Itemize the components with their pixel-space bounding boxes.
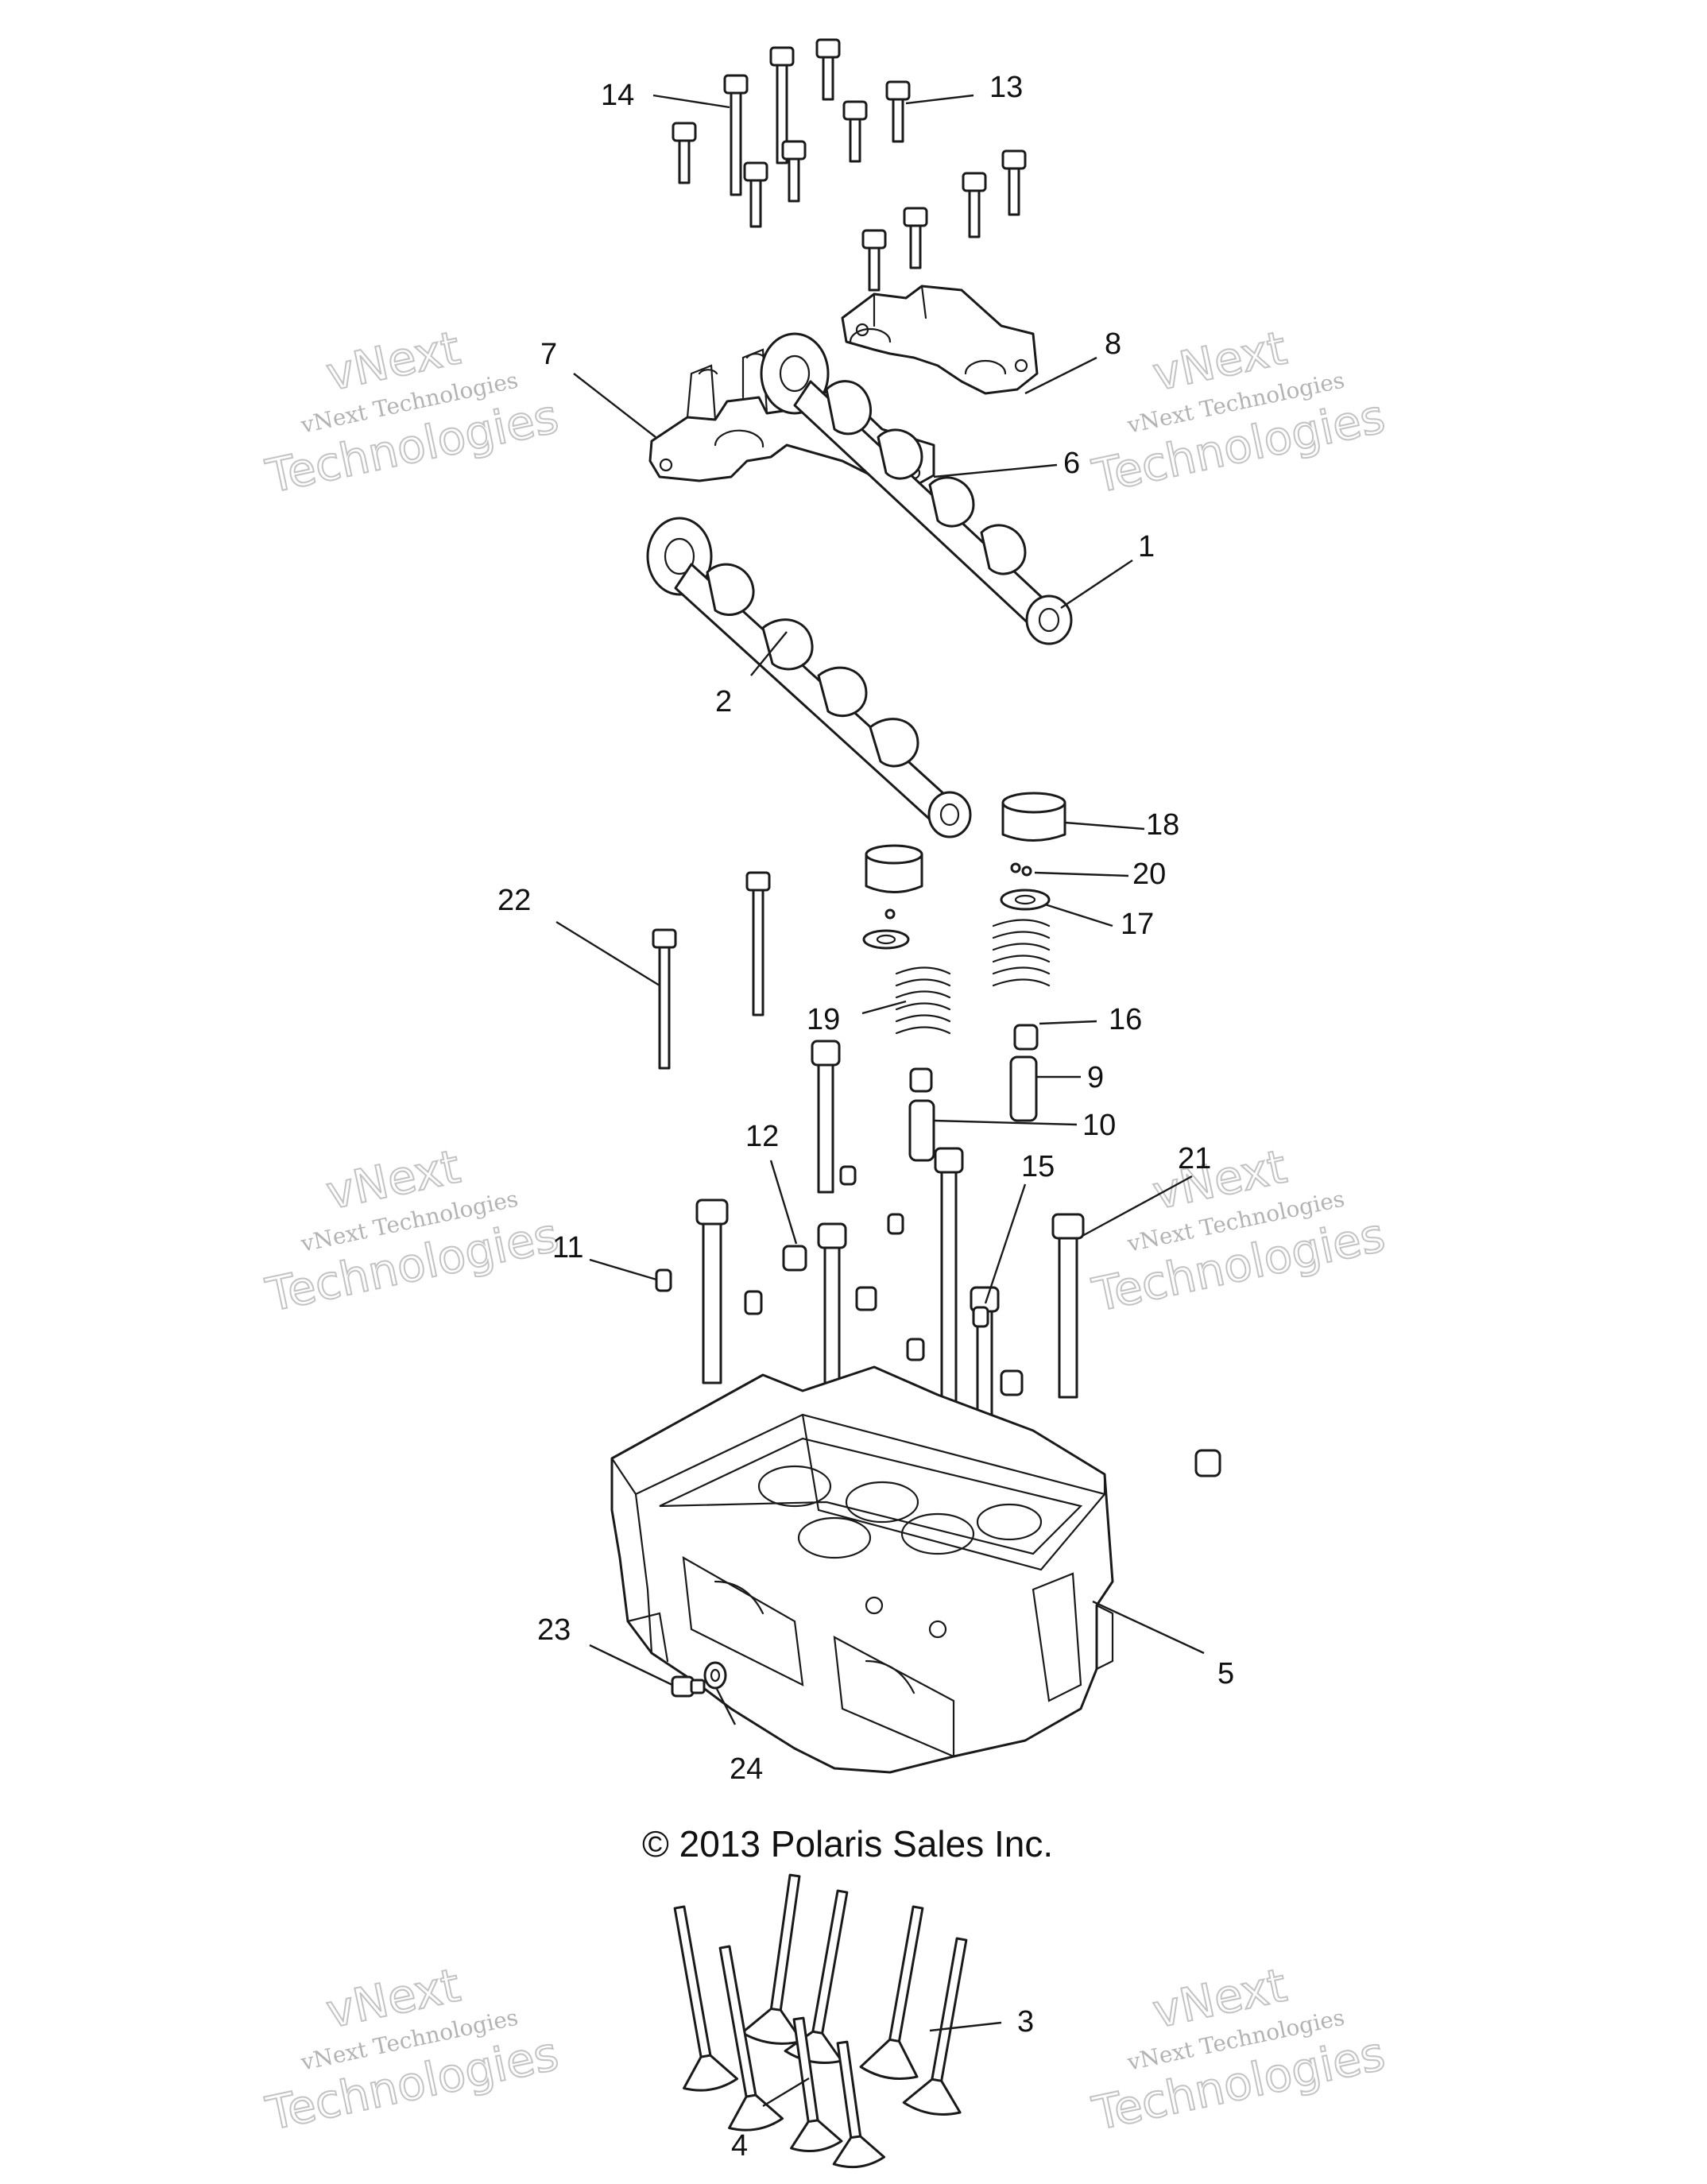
bolt-long [769, 46, 795, 165]
valves [673, 1873, 968, 2169]
callout-24: 24 [730, 1752, 763, 1786]
camshaft-cap-rear [841, 285, 1039, 395]
leader-lines [555, 94, 1205, 2108]
bolt [903, 207, 928, 269]
camshaft-intake [646, 517, 972, 838]
callout-14: 14 [601, 79, 634, 112]
callout-18: 18 [1146, 808, 1179, 842]
callout-labels: 14 13 7 8 6 1 2 18 20 22 17 19 16 9 10 1… [497, 71, 1234, 2163]
callout-9: 9 [1087, 1061, 1104, 1094]
callout-20: 20 [1132, 858, 1166, 891]
callout-10: 10 [1082, 1109, 1116, 1142]
callout-19: 19 [807, 1003, 840, 1036]
callout-22: 22 [497, 884, 531, 917]
bolt [672, 122, 697, 184]
camshaft-cap-bolts [672, 38, 1027, 292]
cylinder-head [610, 1365, 1114, 1774]
bolt [962, 172, 987, 238]
camshaft-exhaust [760, 332, 1073, 645]
bolt [842, 100, 868, 163]
callout-16: 16 [1109, 1003, 1142, 1036]
callout-17: 17 [1121, 908, 1154, 941]
callout-12: 12 [745, 1120, 779, 1153]
watermark-mid-left: vNext vNext Technologies Technologies [261, 1138, 564, 1322]
bolt [781, 140, 807, 203]
plug-23 [671, 1675, 706, 1698]
watermark-mid-right: vNext vNext Technologies Technologies [1087, 1138, 1391, 1322]
bolt [815, 38, 841, 101]
dowel-pins [655, 1165, 1221, 1477]
valve-train-left [862, 844, 951, 1162]
bolt [861, 229, 887, 292]
watermark-bottom-right: vNext vNext Technologies Technologies [1087, 1957, 1391, 2141]
callout-3: 3 [1017, 2005, 1034, 2039]
callout-4: 4 [731, 2129, 748, 2163]
watermark-top-left: vNext vNext Technologies Technologies [261, 319, 564, 504]
callout-23: 23 [537, 1613, 571, 1647]
callout-6: 6 [1063, 447, 1080, 480]
callout-5: 5 [1217, 1657, 1234, 1690]
washer-24 [703, 1661, 727, 1690]
callout-15: 15 [1021, 1150, 1055, 1183]
bolt-long [723, 74, 749, 196]
callout-8: 8 [1105, 327, 1121, 361]
callout-2: 2 [715, 685, 732, 718]
bolt [885, 80, 911, 143]
callout-7: 7 [540, 338, 557, 371]
callout-21: 21 [1178, 1142, 1211, 1175]
copyright-notice: © 2013 Polaris Sales Inc. [642, 1823, 1053, 1865]
callout-11: 11 [552, 1231, 583, 1264]
bolt [1001, 149, 1027, 216]
callout-1: 1 [1138, 530, 1155, 563]
callout-13: 13 [989, 71, 1023, 104]
watermark-bottom-left: vNext vNext Technologies Technologies [261, 1957, 564, 2141]
valve-train-right [992, 792, 1066, 1122]
bolt [743, 161, 768, 228]
